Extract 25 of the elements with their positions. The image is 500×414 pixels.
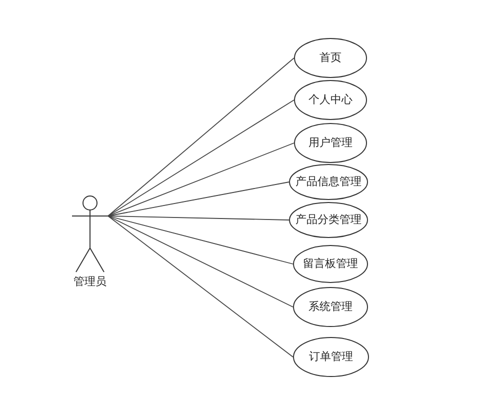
- use-case-ellipse: [289, 164, 368, 200]
- use-case-ellipse: [294, 123, 367, 163]
- association-line: [108, 216, 294, 264]
- association-line: [108, 100, 294, 216]
- use-case-ellipse: [294, 38, 367, 78]
- use-case-ellipse: [293, 337, 369, 377]
- association-line: [108, 182, 290, 216]
- use-case-label: 产品分类管理: [296, 213, 362, 227]
- use-case-ellipse: [294, 80, 367, 120]
- association-line: [108, 58, 294, 216]
- actor-label: 管理员: [74, 275, 106, 289]
- use-case-ellipse: [293, 287, 368, 327]
- use-case-ellipse: [293, 245, 368, 283]
- association-line: [108, 142, 294, 216]
- use-case-label: 首页: [320, 51, 342, 65]
- use-case-ellipse: [289, 202, 368, 238]
- use-case-label: 用户管理: [308, 136, 352, 150]
- use-case-label: 系统管理: [308, 300, 352, 314]
- association-line: [108, 216, 294, 308]
- use-case-label: 个人中心: [308, 93, 352, 107]
- association-line: [108, 216, 294, 358]
- use-case-label: 订单管理: [309, 350, 353, 364]
- use-case-label: 产品信息管理: [296, 175, 362, 189]
- association-line: [108, 216, 290, 220]
- use-case-label: 留言板管理: [303, 257, 358, 271]
